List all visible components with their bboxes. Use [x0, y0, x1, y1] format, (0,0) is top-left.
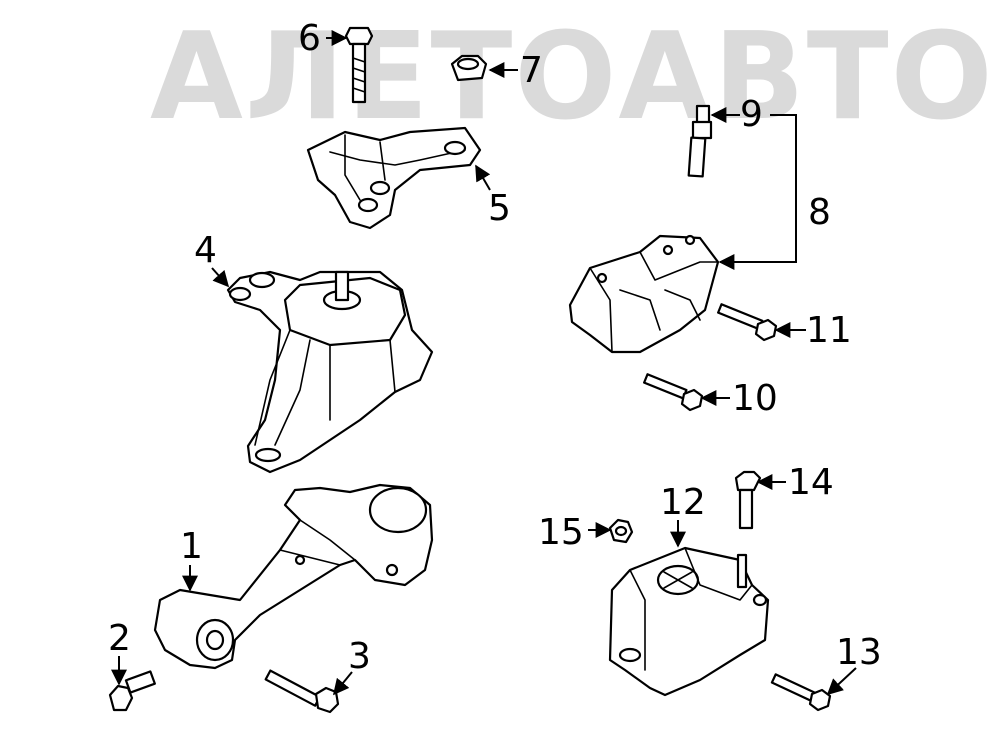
- callout-6: 6: [298, 18, 321, 59]
- callout-5: 5: [488, 188, 511, 229]
- leader-8: [718, 114, 797, 270]
- watermark-text: АЛЕТОАВТО: [150, 8, 995, 147]
- leader-3: [332, 671, 353, 696]
- callout-8: 8: [808, 192, 831, 233]
- callout-1: 1: [180, 526, 203, 567]
- callout-12: 12: [660, 482, 706, 523]
- part-5-bracket: [306, 126, 482, 230]
- part-2-bolt: [108, 670, 156, 712]
- part-10-bolt: [643, 373, 704, 412]
- callout-14: 14: [788, 462, 834, 503]
- leader-lines: [111, 30, 857, 696]
- part-12-mount: [608, 546, 770, 697]
- part-9-stud: [687, 104, 713, 178]
- callout-3: 3: [348, 636, 371, 677]
- callout-9: 9: [740, 94, 763, 135]
- callout-2: 2: [108, 618, 131, 659]
- part-7-nut: [450, 54, 488, 82]
- watermark-logo: АЛЕТОАВТО: [150, 8, 995, 147]
- callout-10: 10: [732, 378, 778, 419]
- callout-11: 11: [806, 310, 852, 351]
- part-15-nut: [608, 518, 634, 544]
- part-6-bolt: [344, 26, 374, 104]
- leader-4: [211, 267, 230, 288]
- part-8-mount: [568, 234, 720, 354]
- leader-13: [826, 667, 857, 696]
- part-3-bolt: [264, 669, 340, 714]
- part-14-bolt: [734, 470, 762, 530]
- part-11-bolt: [717, 303, 778, 342]
- part-1-torque-rod: [153, 483, 434, 670]
- callout-4: 4: [194, 230, 217, 271]
- leader-5: [475, 164, 491, 191]
- part-13-bolt: [770, 673, 832, 712]
- callout-15: 15: [538, 512, 584, 553]
- callout-7: 7: [520, 50, 543, 91]
- part-4-mount: [226, 270, 434, 474]
- callout-13: 13: [836, 632, 882, 673]
- callout-labels: 6 7 5 9 8 4 1 2 3 11 10 14 12 15 13: [108, 18, 882, 677]
